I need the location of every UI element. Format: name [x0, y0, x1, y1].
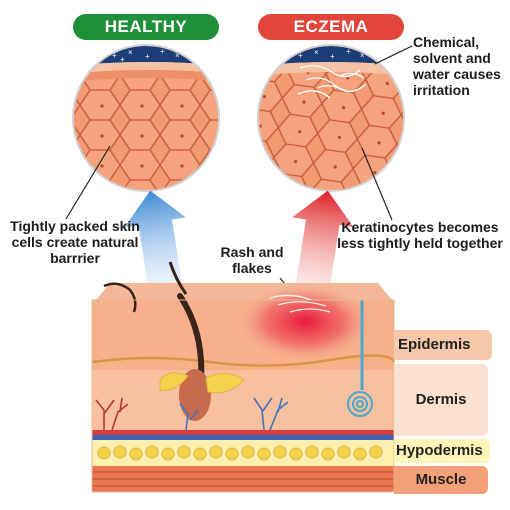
svg-text:×: × — [314, 48, 319, 57]
layer-label-muscle: Muscle — [394, 466, 488, 494]
healthy-label: HEALTHY — [73, 14, 219, 40]
skin-cross-section — [91, 261, 396, 493]
svg-text:+: + — [298, 51, 303, 60]
svg-text:+: + — [160, 47, 165, 56]
eczema-cell-circle: + × + + × — [257, 44, 405, 192]
keratinocytes-annotation: Keratinocytes becomes less tightly held … — [337, 219, 503, 251]
rash-annotation: Rash and flakes — [220, 244, 284, 276]
svg-text:+: + — [120, 55, 125, 64]
svg-text:×: × — [128, 48, 133, 57]
svg-text:×: × — [360, 51, 365, 60]
eczema-up-arrow — [292, 190, 354, 293]
svg-text:×: × — [175, 51, 180, 60]
svg-text:+: + — [145, 52, 150, 61]
tight-pointer-line — [65, 145, 111, 220]
svg-text:+: + — [346, 47, 351, 56]
chemical-pointer-line — [374, 45, 413, 65]
layer-label-hypodermis: Hypodermis — [394, 439, 490, 463]
tightly-packed-annotation: Tightly packed skin cells create natural… — [10, 218, 140, 266]
kera-pointer-line — [361, 147, 393, 221]
svg-text:+: + — [330, 52, 335, 61]
svg-text:+: + — [112, 51, 117, 60]
chemical-annotation: Chemical, solvent and water causes irrit… — [413, 34, 501, 98]
layer-label-epidermis: Epidermis — [394, 330, 492, 360]
eczema-label: ECZEMA — [258, 14, 404, 40]
layer-label-dermis: Dermis — [394, 364, 488, 436]
